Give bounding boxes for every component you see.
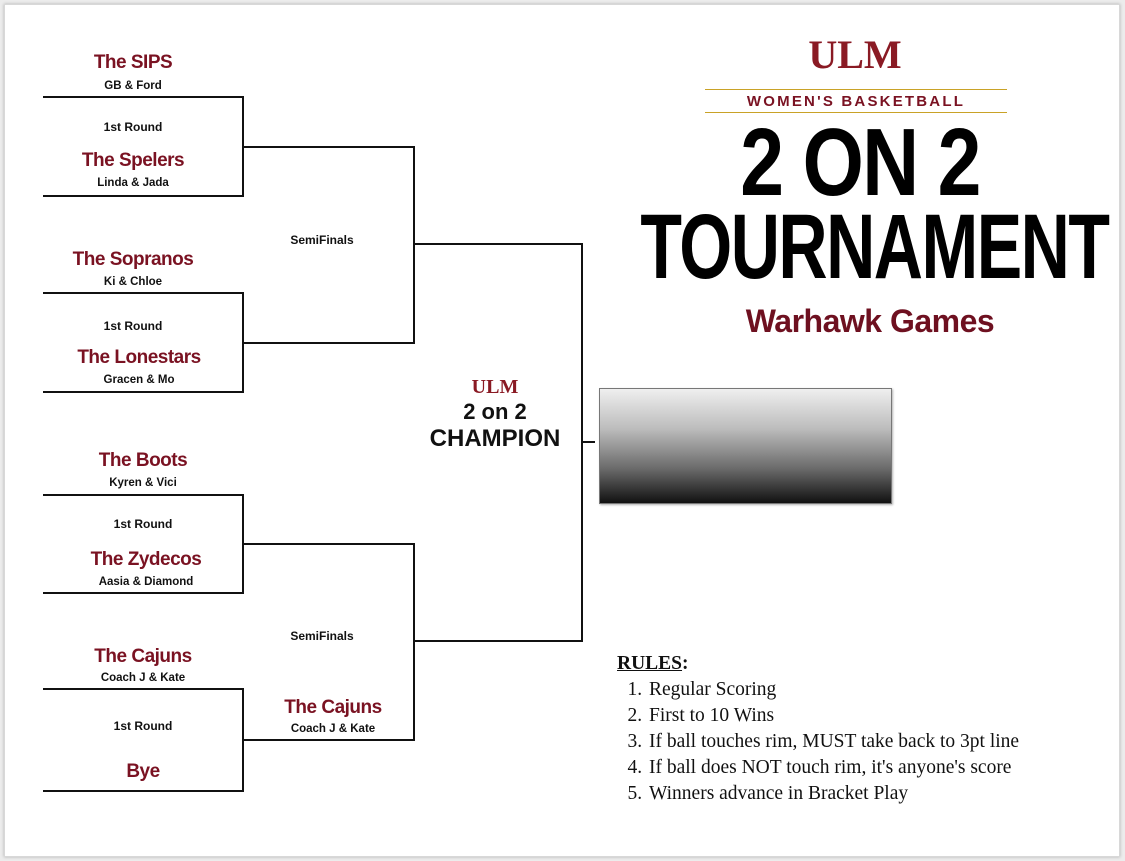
team-name: The Cajuns (94, 646, 192, 667)
round-label: SemiFinals (290, 629, 354, 643)
rules-list: Regular Scoring First to 10 Wins If ball… (617, 677, 1019, 807)
bracket-line (43, 391, 244, 393)
rule-item: First to 10 Wins (647, 703, 1019, 729)
bracket-line (581, 441, 595, 443)
program-underline (705, 112, 1007, 113)
event-subtitle: Warhawk Games (745, 303, 995, 339)
bracket-line (43, 592, 244, 594)
team-name: The Lonestars (77, 347, 201, 368)
bracket-line (242, 543, 415, 545)
rule-item: Regular Scoring (647, 677, 1019, 703)
bracket-line (242, 342, 415, 344)
bracket-line (43, 292, 244, 294)
title-line2: TOURNAMENT (640, 196, 1110, 298)
team-players: Aasia & Diamond (98, 576, 194, 588)
bracket-sheet: The SIPS GB & Ford 1st Round The Spelers… (4, 4, 1120, 857)
team-name: The Spelers (81, 150, 185, 171)
team-players: Coach J & Kate (290, 723, 376, 735)
ulm-logo: ULM (471, 376, 519, 398)
rules-title-text: RULES (617, 653, 683, 674)
round-label: 1st Round (113, 517, 173, 531)
round-label: 1st Round (103, 319, 163, 333)
bracket-line (242, 739, 415, 741)
rules-title-colon: : (682, 653, 689, 674)
bracket-line (242, 146, 415, 148)
logo-underline (705, 89, 1007, 90)
team-name: The Boots (98, 450, 188, 471)
bracket-line (413, 146, 415, 344)
bracket-line (43, 96, 244, 98)
round-label: 1st Round (103, 120, 163, 134)
team-players: Gracen & Mo (103, 374, 175, 386)
bracket-line (43, 790, 244, 792)
champion-line2: CHAMPION (429, 425, 561, 452)
team-players: GB & Ford (104, 80, 162, 92)
team-name: The Zydecos (90, 549, 202, 570)
bracket-line (43, 688, 244, 690)
bracket-line (43, 494, 244, 496)
bracket-line (413, 543, 415, 741)
rules-panel: RULES: Regular Scoring First to 10 Wins … (617, 651, 1019, 807)
champion-box (599, 388, 892, 504)
team-players: Kyren & Vici (109, 477, 177, 489)
team-players: Ki & Chloe (103, 276, 163, 288)
rule-item: If ball touches rim, MUST take back to 3… (647, 729, 1019, 755)
bracket-line (413, 640, 583, 642)
team-name: The Cajuns (284, 697, 382, 718)
team-name: Bye (126, 761, 160, 782)
team-name: The SIPS (93, 52, 173, 73)
ulm-logo: ULM (808, 32, 902, 77)
rule-item: Winners advance in Bracket Play (647, 781, 1019, 807)
team-players: Coach J & Kate (100, 672, 186, 684)
team-players: Linda & Jada (97, 177, 169, 189)
rule-item: If ball does NOT touch rim, it's anyone'… (647, 755, 1019, 781)
bracket-line (413, 243, 583, 245)
bracket-line (43, 195, 244, 197)
rules-title: RULES: (617, 651, 1019, 677)
team-name: The Sopranos (72, 249, 194, 270)
champion-line1: 2 on 2 (463, 399, 527, 424)
round-label: 1st Round (113, 719, 173, 733)
title-line1: 2 ON 2 (740, 109, 981, 216)
round-label: SemiFinals (290, 233, 354, 247)
program-name: WOMEN'S BASKETBALL (746, 93, 966, 110)
